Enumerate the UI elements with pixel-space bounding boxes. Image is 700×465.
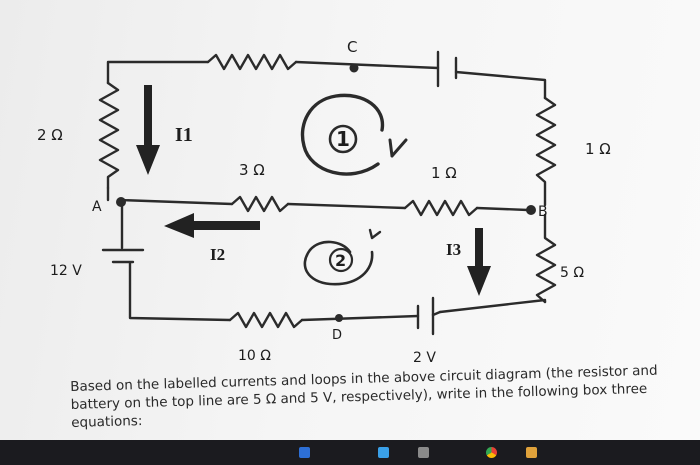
left-bottom-wire — [128, 261, 232, 322]
taskbar-app-icon[interactable] — [299, 447, 310, 458]
loop-1-arrowhead-icon — [388, 138, 408, 158]
middle-wire-left — [118, 198, 234, 206]
bottom-wire-right — [431, 310, 442, 317]
circuit-diagram: 1 2 C A B D 2 Ω 3 Ω 1 Ω 1 Ω 5 Ω 10 Ω 12 … — [37, 38, 611, 366]
label-resistor-3ohm: 3 Ω — [239, 161, 265, 179]
middle-resistor-right — [403, 199, 479, 217]
bottom-resistor — [228, 311, 304, 329]
label-battery-2v: 2 V — [413, 350, 436, 366]
bottom-wire — [300, 314, 420, 322]
node-c — [349, 63, 359, 73]
loop-1-arrow-icon — [300, 93, 385, 176]
current-i2-arrow-icon — [164, 213, 260, 238]
top-wire — [106, 60, 210, 85]
loop-2-label: 2 — [335, 251, 346, 270]
taskbar — [0, 440, 700, 465]
battery-2v — [416, 296, 435, 336]
right-bottom-resistor — [535, 213, 557, 304]
current-i1-arrow-icon — [136, 85, 160, 175]
chrome-icon[interactable] — [486, 447, 497, 458]
top-wire-3 — [454, 70, 547, 100]
battery-12v — [101, 248, 145, 264]
label-resistor-2ohm: 2 Ω — [37, 126, 63, 144]
loop-1-circle — [328, 124, 358, 154]
label-node-c: C — [347, 38, 357, 56]
label-current-i3: I3 — [446, 240, 461, 259]
right-top-resistor — [535, 96, 557, 207]
middle-wire-right — [475, 206, 530, 212]
taskbar-app-icon-2[interactable] — [378, 447, 389, 458]
label-battery-12v: 12 V — [50, 263, 82, 279]
loop-1-label: 1 — [336, 127, 350, 151]
label-node-a: A — [92, 199, 102, 215]
taskbar-app-icon-3[interactable] — [418, 447, 429, 458]
label-node-d: D — [332, 328, 342, 343]
top-wire-2 — [294, 60, 440, 70]
label-resistor-10ohm: 10 Ω — [238, 348, 271, 364]
node-d — [335, 314, 343, 322]
label-resistor-5ohm: 5 Ω — [560, 265, 584, 281]
label-current-i2: I2 — [210, 245, 225, 264]
loop-2-arrowhead-icon — [368, 228, 382, 240]
top-battery — [436, 50, 458, 88]
taskbar-app-icon-4[interactable] — [526, 447, 537, 458]
right-bottom-wire — [438, 298, 547, 314]
loop-2-arrow-icon — [303, 240, 374, 286]
label-resistor-1ohm-right: 1 Ω — [585, 140, 611, 158]
loop-2-circle — [328, 247, 354, 273]
current-i3-arrow-icon — [467, 228, 491, 296]
left-top-resistor — [98, 81, 120, 190]
label-current-i1: I1 — [175, 124, 193, 146]
label-resistor-1ohm-middle: 1 Ω — [431, 164, 457, 182]
middle-resistor-left — [230, 195, 290, 213]
node-a — [116, 197, 126, 207]
node-b — [526, 205, 536, 215]
middle-wire-center — [286, 202, 407, 210]
label-node-b: B — [538, 204, 548, 220]
top-resistor — [206, 53, 298, 71]
